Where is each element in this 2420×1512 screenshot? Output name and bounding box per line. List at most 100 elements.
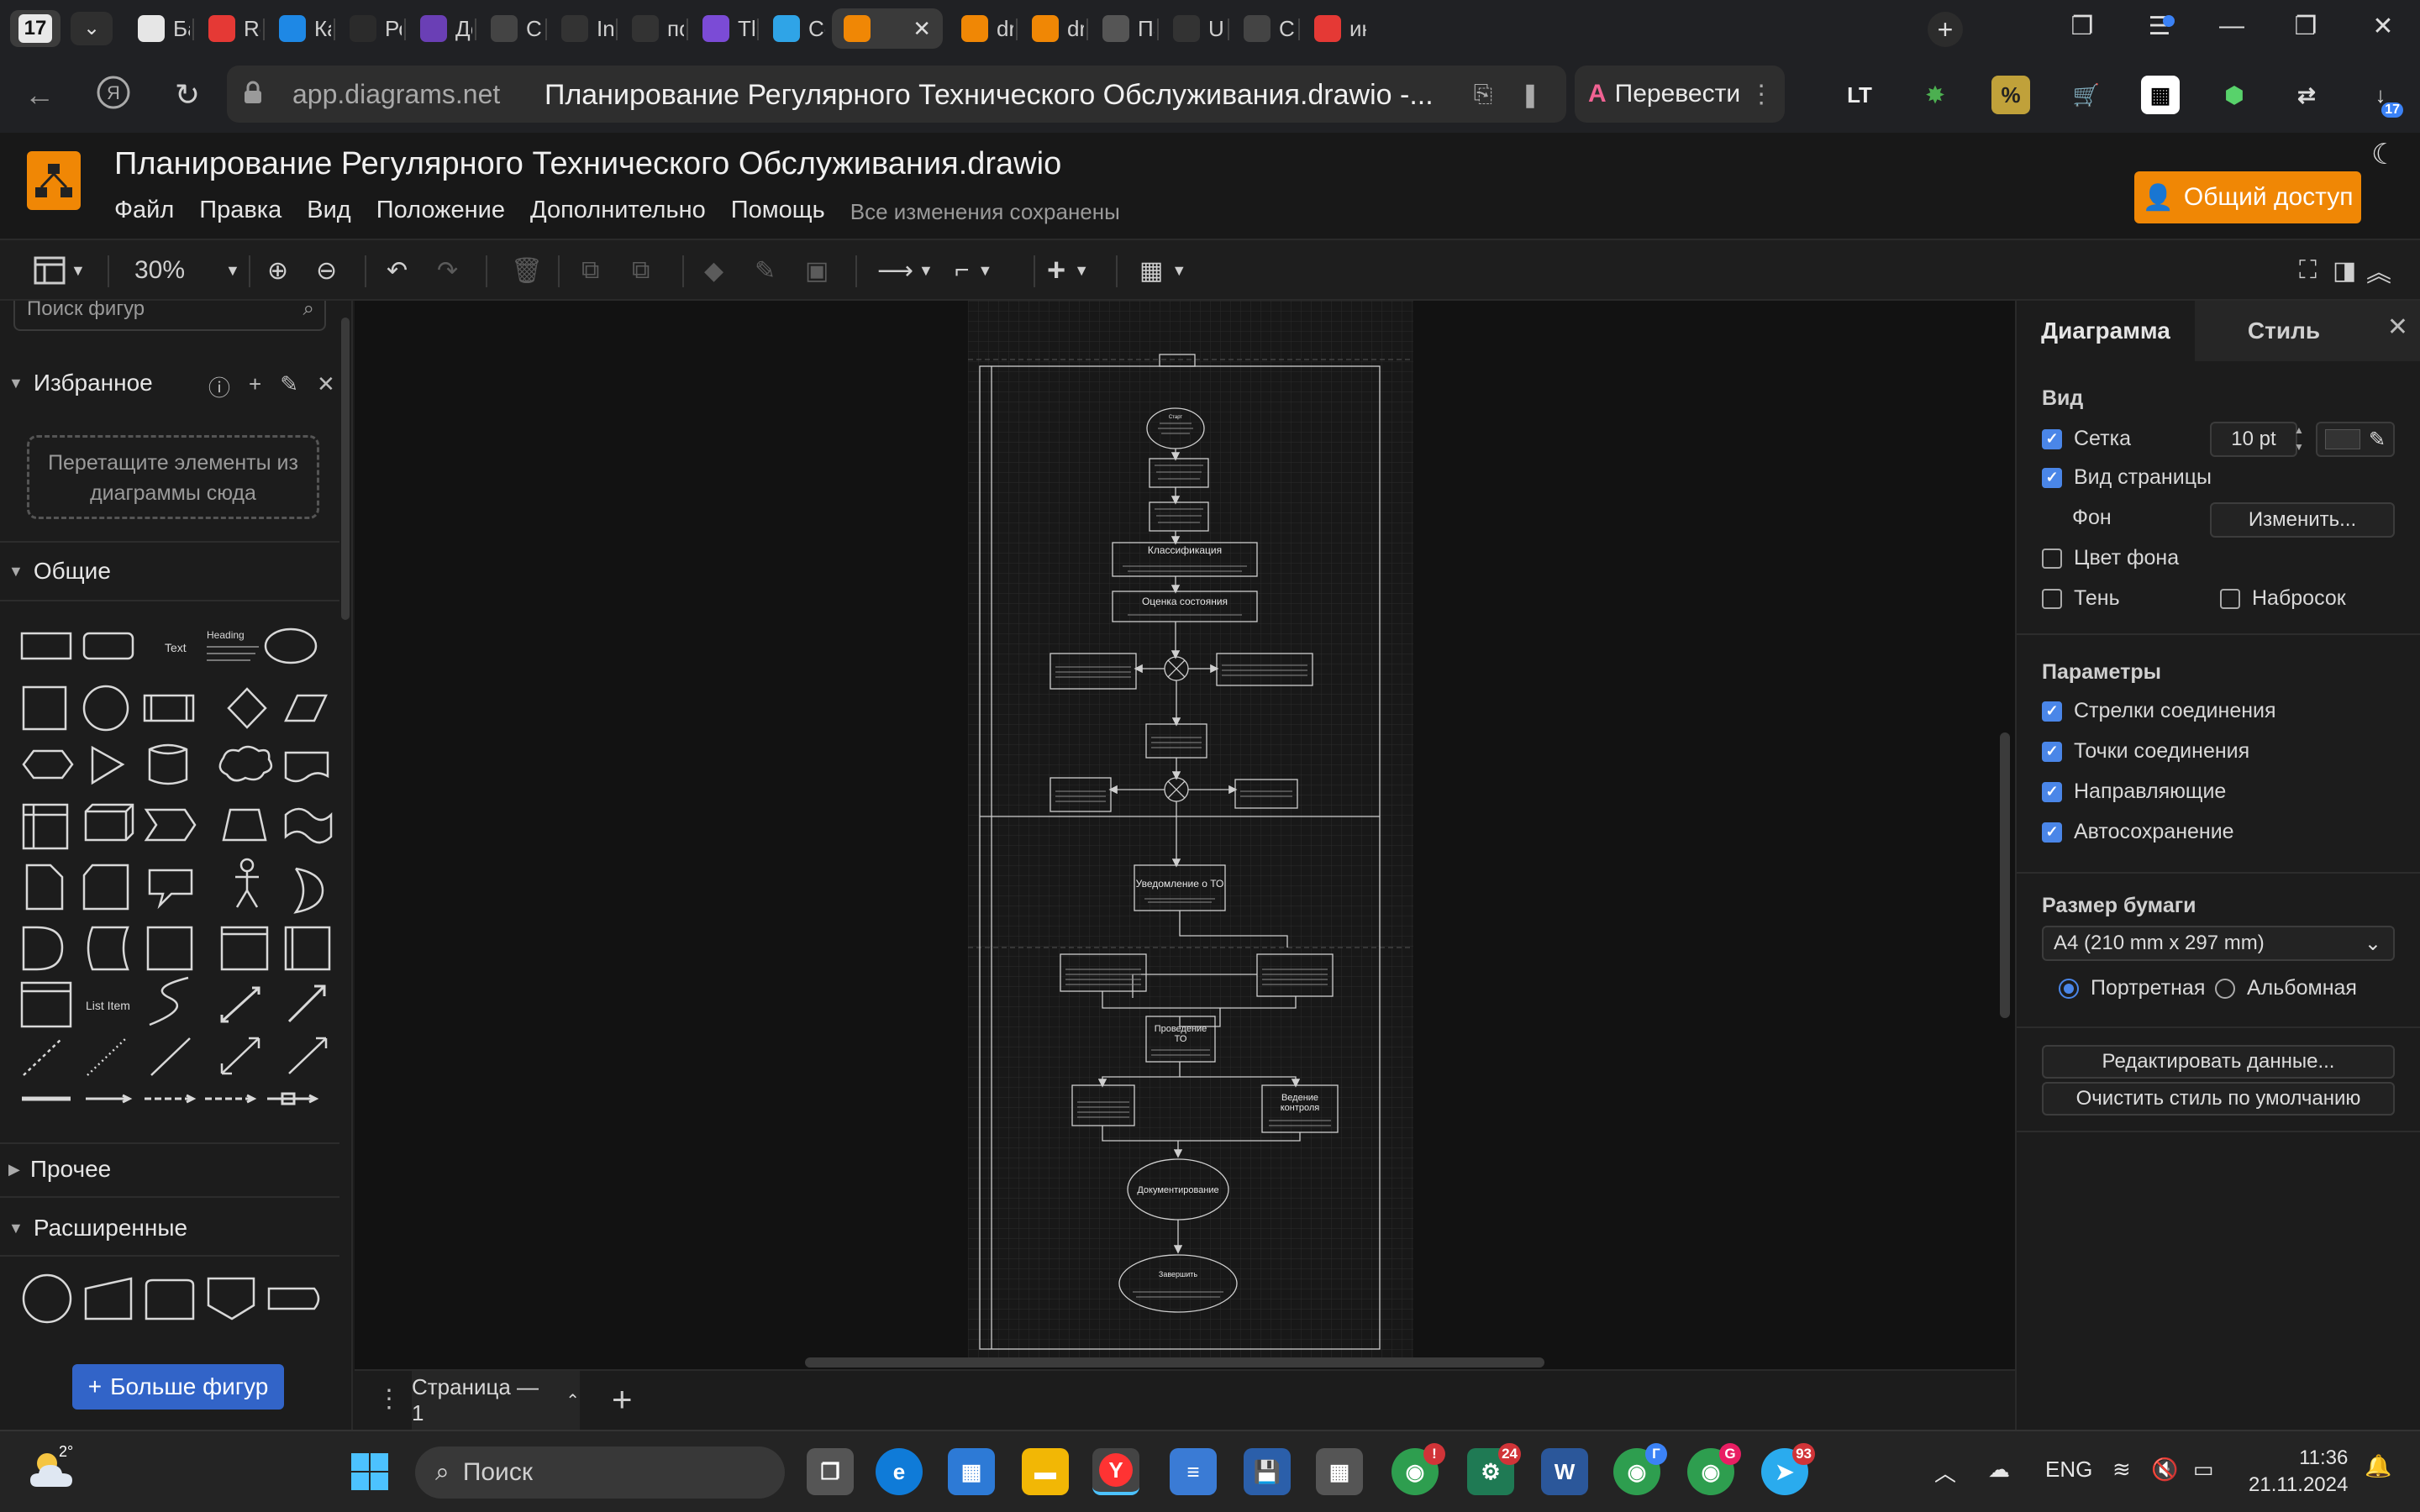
dark-mode-moon-icon[interactable]: ☾ bbox=[2371, 139, 2397, 171]
reload-icon[interactable]: ↻ bbox=[174, 77, 201, 112]
telegram-icon[interactable]: ➤93 bbox=[1761, 1443, 1815, 1495]
collections-icon[interactable]: ❐ bbox=[2070, 13, 2094, 40]
battery-icon[interactable]: ▭ bbox=[2193, 1457, 2214, 1482]
extension-percent-icon[interactable]: % bbox=[1991, 76, 2030, 114]
browser-tab[interactable]: Ro bbox=[197, 8, 260, 49]
change-background-button[interactable]: Изменить... bbox=[2210, 502, 2395, 538]
collapse-icon[interactable]: ︽ bbox=[2366, 260, 2391, 287]
arrows-row[interactable]: ✓Стрелки соединения bbox=[2042, 699, 2276, 723]
tab-diagram[interactable]: Диаграмма bbox=[2041, 318, 2170, 344]
landscape-row[interactable]: Альбомная bbox=[2215, 976, 2357, 1000]
clear-default-style-button[interactable]: Очистить стиль по умолчанию bbox=[2042, 1082, 2395, 1116]
chevron-down-icon[interactable]: ⌄ bbox=[71, 12, 113, 45]
page-view-checkbox[interactable]: ✓ bbox=[2042, 467, 2062, 488]
wifi-icon[interactable]: ≋ bbox=[2112, 1457, 2131, 1482]
grid-row[interactable]: ✓Сетка bbox=[2042, 427, 2131, 451]
system-clock[interactable]: 11:36 21.11.2024 bbox=[2249, 1445, 2348, 1499]
browser-tab[interactable]: по bbox=[620, 8, 684, 49]
browser-tab[interactable]: Ба bbox=[126, 8, 190, 49]
connection-style-icon[interactable]: ⟶▼ bbox=[877, 256, 934, 285]
windows-start-icon[interactable] bbox=[346, 1448, 393, 1495]
menu-help[interactable]: Помощь bbox=[730, 197, 825, 223]
bg-color-row[interactable]: Цвет фона bbox=[2042, 546, 2179, 570]
waypoint-style-icon[interactable]: ⌐▼ bbox=[955, 256, 993, 284]
add-icon[interactable]: + bbox=[249, 371, 262, 396]
points-checkbox[interactable]: ✓ bbox=[2042, 741, 2062, 762]
downloads-icon[interactable]: ↓ 17 bbox=[2361, 76, 2403, 118]
back-arrow-icon[interactable]: ← bbox=[24, 77, 55, 112]
bg-color-checkbox[interactable] bbox=[2042, 548, 2062, 569]
extension-star-icon[interactable]: ✸ bbox=[1926, 81, 1944, 108]
onedrive-cloud-icon[interactable]: ☁ bbox=[1988, 1457, 2010, 1482]
to-back-icon[interactable]: ⧉ bbox=[632, 256, 650, 284]
browser-tab[interactable]: dra bbox=[1020, 8, 1084, 49]
extension-checker-icon[interactable]: ▦ bbox=[2141, 76, 2180, 114]
browser-tab[interactable]: ✕ bbox=[832, 8, 943, 49]
shape-palette[interactable]: Text Heading List Item bbox=[15, 613, 343, 1109]
advanced-shapes-grid[interactable] bbox=[15, 1263, 343, 1331]
guides-checkbox[interactable]: ✓ bbox=[2042, 781, 2062, 802]
browser-tab[interactable]: Up bbox=[1161, 8, 1225, 49]
word-icon[interactable]: W bbox=[1541, 1448, 1588, 1495]
notepad-icon[interactable]: ≡ bbox=[1170, 1448, 1217, 1495]
shadow-checkbox[interactable] bbox=[2042, 588, 2062, 609]
help-icon[interactable]: ⓘ bbox=[208, 375, 231, 401]
file-explorer-icon[interactable]: ▬ bbox=[1022, 1448, 1069, 1495]
notifications-bell-icon[interactable]: 🔔 bbox=[2365, 1453, 2392, 1478]
chrome-icon[interactable]: ◉! bbox=[1392, 1443, 1445, 1495]
bookmark-icon[interactable]: ❚ bbox=[1520, 81, 1540, 108]
sketch-row[interactable]: Набросок bbox=[2220, 586, 2346, 611]
grid-color-button[interactable]: ✎ bbox=[2316, 422, 2395, 457]
format-panel-toggle-icon[interactable]: ◨ bbox=[2333, 256, 2357, 285]
fullscreen-icon[interactable]: ⛶ bbox=[2299, 256, 2317, 284]
browser-tab[interactable]: Па bbox=[1091, 8, 1155, 49]
browser-tab[interactable]: Ка bbox=[267, 8, 331, 49]
favorites-header[interactable]: ▼Избранное bbox=[8, 370, 153, 396]
zoom-out-icon[interactable]: ⊖ bbox=[316, 256, 338, 285]
menu-view[interactable]: Вид bbox=[307, 197, 351, 223]
app-24-icon[interactable]: ⚙24 bbox=[1467, 1443, 1521, 1495]
advanced-header[interactable]: ▼Расширенные bbox=[8, 1215, 188, 1241]
browser-tab[interactable]: Co bbox=[761, 8, 825, 49]
restore-icon[interactable]: ❐ bbox=[2294, 13, 2317, 40]
sketch-checkbox[interactable] bbox=[2220, 588, 2240, 609]
browser-tab[interactable]: dra bbox=[950, 8, 1013, 49]
undo-icon[interactable]: ↶ bbox=[387, 256, 408, 285]
points-row[interactable]: ✓Точки соединения bbox=[2042, 739, 2249, 764]
grid-checkbox[interactable]: ✓ bbox=[2042, 428, 2062, 449]
tray-chevron-up-icon[interactable]: ︿ bbox=[1934, 1461, 1957, 1486]
page-tab-1[interactable]: Страница — 1⌃ bbox=[412, 1371, 580, 1430]
browser-tab[interactable]: Ins bbox=[550, 8, 613, 49]
chrome-profile-1-icon[interactable]: ◉Г bbox=[1613, 1443, 1667, 1495]
weather-widget[interactable]: 2° bbox=[25, 1441, 84, 1500]
shadow-row[interactable]: Тень bbox=[2042, 586, 2120, 611]
menu-arrange[interactable]: Положение bbox=[376, 197, 505, 223]
more-vert-icon[interactable]: ⋮ bbox=[1749, 80, 1775, 108]
browser-tab[interactable]: Ро bbox=[338, 8, 402, 49]
favorites-dropzone[interactable]: Перетащите элементы из диаграммы сюда bbox=[27, 435, 319, 519]
extension-translate-icon[interactable]: ⇄ bbox=[2297, 81, 2316, 108]
language-indicator[interactable]: ENG bbox=[2045, 1457, 2093, 1482]
arrows-checkbox[interactable]: ✓ bbox=[2042, 701, 2062, 722]
panel-layout-icon[interactable]: ▼ bbox=[34, 254, 86, 287]
portrait-radio[interactable] bbox=[2059, 978, 2079, 999]
yandex-browser-icon[interactable]: Y bbox=[1092, 1448, 1139, 1495]
other-header[interactable]: ▶Прочее bbox=[8, 1156, 112, 1182]
diagram-canvas[interactable]: Старт Классификация Оценка состояния Уве… bbox=[355, 301, 2015, 1369]
extension-lt-icon[interactable]: LT bbox=[1847, 81, 1872, 108]
canvas-vertical-scrollbar[interactable] bbox=[2000, 732, 2010, 1018]
delete-icon[interactable]: 🗑 bbox=[511, 256, 544, 285]
browser-tab[interactable]: ин bbox=[1302, 8, 1366, 49]
more-shapes-button[interactable]: +Больше фигур bbox=[72, 1364, 284, 1410]
menu-file[interactable]: Файл bbox=[114, 197, 175, 223]
translate-button[interactable]: A Перевести ⋮ bbox=[1575, 66, 1785, 123]
paper-size-select[interactable]: A4 (210 mm x 297 mm)⌄ bbox=[2042, 926, 2395, 961]
sidebar-scrollbar[interactable] bbox=[341, 318, 350, 620]
chevron-up-icon[interactable]: ⌃ bbox=[566, 1391, 580, 1410]
volume-muted-icon[interactable]: 🔇 bbox=[2151, 1457, 2179, 1482]
zoom-in-icon[interactable]: ⊕ bbox=[267, 256, 289, 285]
tab-counter-button[interactable]: 17 bbox=[10, 10, 60, 47]
table-icon[interactable]: ▦▼ bbox=[1139, 256, 1187, 285]
menu-extras[interactable]: Дополнительно bbox=[530, 197, 706, 223]
page-view-row[interactable]: ✓Вид страницы bbox=[2042, 465, 2212, 490]
